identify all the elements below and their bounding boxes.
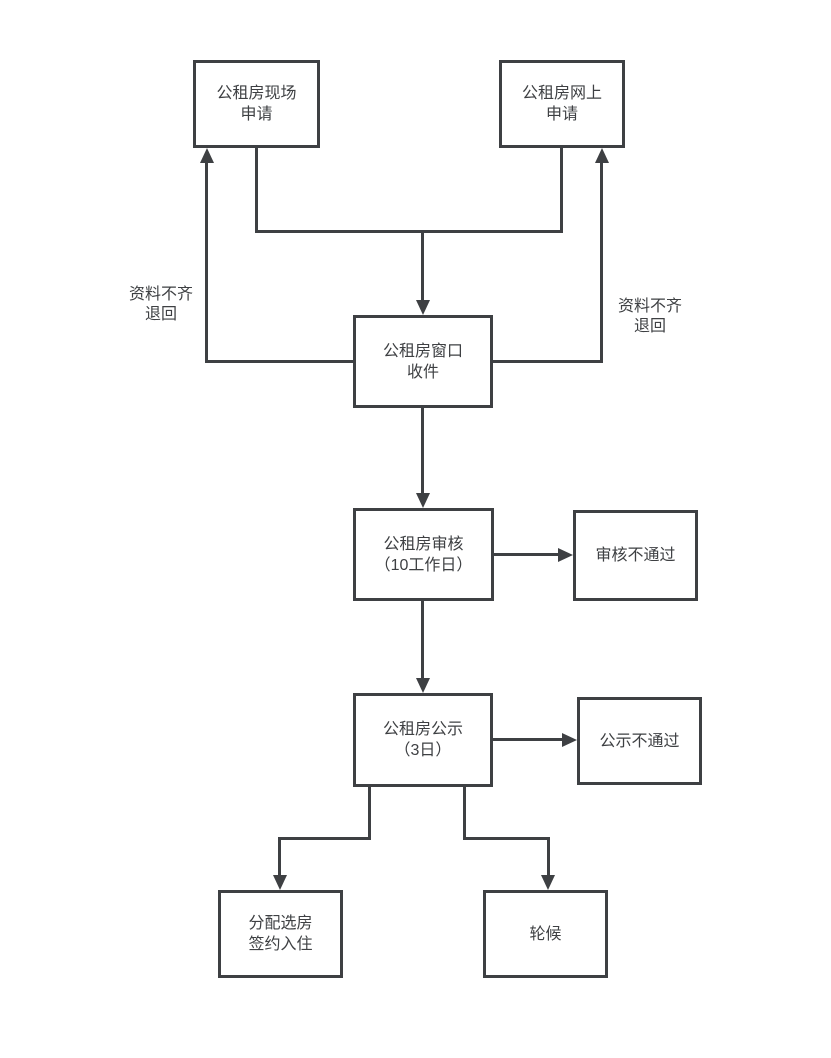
node-review-rejected: 审核不通过 <box>573 510 698 601</box>
edge-label-return-left: 资料不齐 退回 <box>128 286 193 323</box>
connector-branch-right-down <box>463 787 466 840</box>
connector-merge-horizontal <box>255 230 563 233</box>
connector-return-left-horizontal <box>205 360 353 363</box>
connector-branch-left-drop <box>278 837 281 876</box>
arrowhead-into-allocation <box>273 875 287 890</box>
node-waiting-list: 轮候 <box>483 890 608 978</box>
connector-review-to-rejected <box>494 553 559 556</box>
arrowhead-into-window <box>416 300 430 315</box>
connector-branch-left-horizontal <box>278 837 371 840</box>
arrowhead-into-onsite <box>200 148 214 163</box>
connector-onsite-down <box>255 148 258 233</box>
node-online-application: 公租房网上 申请 <box>499 60 625 148</box>
connector-merge-to-window <box>421 232 424 302</box>
connector-return-left-vertical <box>205 162 208 363</box>
node-allocation-movein: 分配选房 签约入住 <box>218 890 343 978</box>
connector-online-down <box>560 148 563 233</box>
connector-review-to-publicity <box>421 601 424 679</box>
connector-publicity-to-rejected <box>493 738 563 741</box>
arrowhead-into-review-rejected <box>558 548 573 562</box>
node-onsite-application: 公租房现场 申请 <box>193 60 320 148</box>
arrowhead-into-publicity-rejected <box>562 733 577 747</box>
connector-branch-right-drop <box>547 837 550 876</box>
node-review: 公租房审核 （10工作日） <box>353 508 494 601</box>
node-publicity: 公租房公示 （3日） <box>353 693 493 787</box>
node-window-receipt: 公租房窗口 收件 <box>353 315 493 408</box>
connector-return-right-vertical <box>600 162 603 363</box>
edge-label-return-right: 资料不齐 退回 <box>617 298 682 335</box>
arrowhead-into-online <box>595 148 609 163</box>
connector-window-to-review <box>421 408 424 494</box>
connector-branch-right-horizontal <box>463 837 550 840</box>
connector-return-right-horizontal <box>493 360 603 363</box>
connector-branch-left-down <box>368 787 371 840</box>
arrowhead-into-publicity <box>416 678 430 693</box>
node-publicity-rejected: 公示不通过 <box>577 697 702 785</box>
arrowhead-into-waiting <box>541 875 555 890</box>
arrowhead-into-review <box>416 493 430 508</box>
